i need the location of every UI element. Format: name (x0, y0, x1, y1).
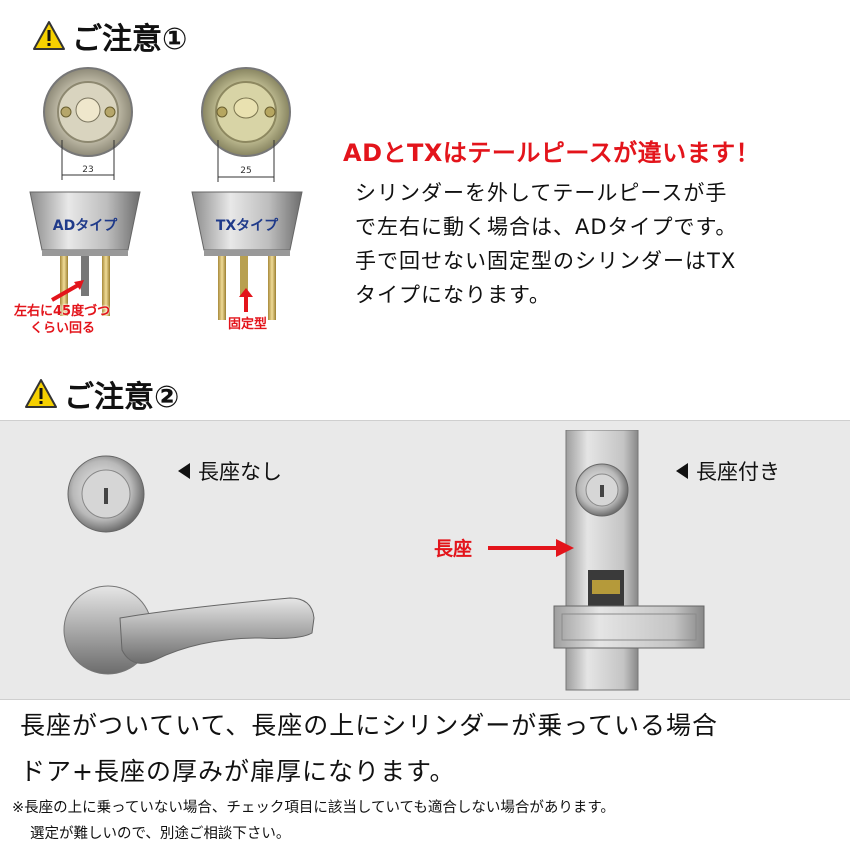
ad-cylinder-illustration: 23 ADタイプ (29, 67, 141, 316)
ad-note-line1: 左右に45度づつ (14, 304, 111, 319)
ad-arrow-icon (51, 280, 84, 302)
red-title: ADとTXはテールピースが違います！ (343, 139, 761, 167)
ad-note: 左右に45度づつ くらい回る (14, 303, 110, 337)
label-with-plate-text: 長座付き (696, 460, 780, 484)
ad-note-line2: くらい回る (30, 321, 96, 336)
section2-heading-text: ご注意② (64, 380, 180, 415)
body-line-3: 手で回せない固定型のシリンダーはTX (355, 249, 737, 273)
caliper-ad-value: 23 (82, 165, 93, 175)
escutcheon-callout-label: 長座 (434, 538, 473, 560)
tx-cylinder-illustration: 25 TXタイプ (191, 67, 303, 320)
tx-type-label: TXタイプ (216, 218, 279, 234)
tx-note: 固定型 (228, 317, 268, 332)
section1-heading-text: ご注意① (72, 22, 188, 57)
body-line-2: で左右に動く場合は、ADタイプです。 (355, 215, 738, 239)
body-line-4: タイプになります。 (355, 283, 551, 307)
tx-arrow-icon (239, 288, 253, 312)
triangle-left-icon (676, 463, 688, 479)
escutcheon-arrow-icon (488, 539, 574, 557)
cylinder-with-plate-image (553, 430, 705, 691)
footnote-line-2: 選定が難しいので、別途ご相談下さい。 (30, 826, 291, 842)
label-without-plate: 長座なし (178, 456, 282, 486)
label-with-plate: 長座付き (676, 456, 780, 486)
caliper-tx-value: 25 (240, 166, 251, 176)
warning-icon (33, 21, 65, 50)
lever-handle-image (63, 585, 315, 675)
ad-type-label: ADタイプ (53, 218, 118, 234)
section2-heading: ご注意② (24, 372, 179, 416)
cylinder-without-plate-image (67, 455, 145, 533)
body-line-1: シリンダーを外してテールピースが手 (355, 181, 728, 205)
warning-icon (25, 379, 57, 408)
footnote-line-1: ※長座の上に乗っていない場合、チェック項目に該当していても適合しない場合がありま… (12, 800, 615, 816)
section1-heading: ご注意① (32, 14, 187, 58)
bottom-line-2: ドア+長座の厚みが扉厚になります。 (20, 757, 456, 786)
bottom-line-1: 長座がついていて、長座の上にシリンダーが乗っている場合 (20, 711, 719, 740)
section1-body: シリンダーを外してテールピースが手 で左右に動く場合は、ADタイプです。 手で回… (355, 176, 737, 312)
triangle-left-icon (178, 463, 190, 479)
label-without-plate-text: 長座なし (198, 460, 282, 484)
